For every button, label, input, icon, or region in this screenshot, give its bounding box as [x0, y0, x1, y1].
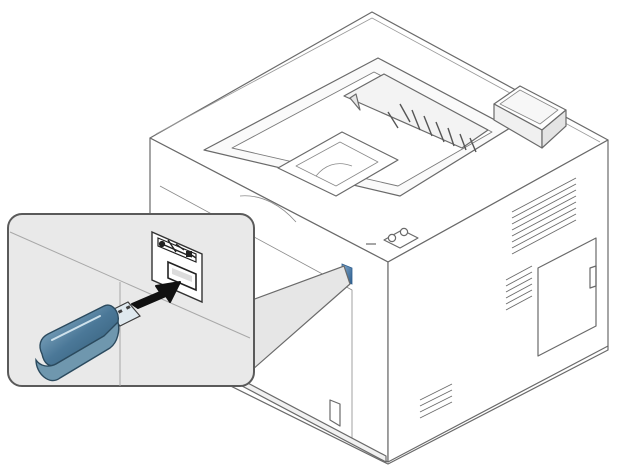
side-vent-upper	[511, 177, 577, 255]
magnified-callout	[7, 213, 351, 387]
usb-symbol-icon	[157, 237, 197, 263]
side-panel-door	[537, 237, 597, 357]
paper-exit-slot	[343, 73, 489, 149]
paper-stopper	[277, 131, 399, 197]
side-vent-lower	[419, 383, 453, 419]
control-panel-display-icon	[493, 85, 567, 149]
control-buttons	[366, 227, 419, 249]
usb-flash-drive-icon	[35, 301, 141, 382]
insert-arrow-icon	[131, 281, 181, 309]
side-vent-middle	[505, 265, 533, 311]
